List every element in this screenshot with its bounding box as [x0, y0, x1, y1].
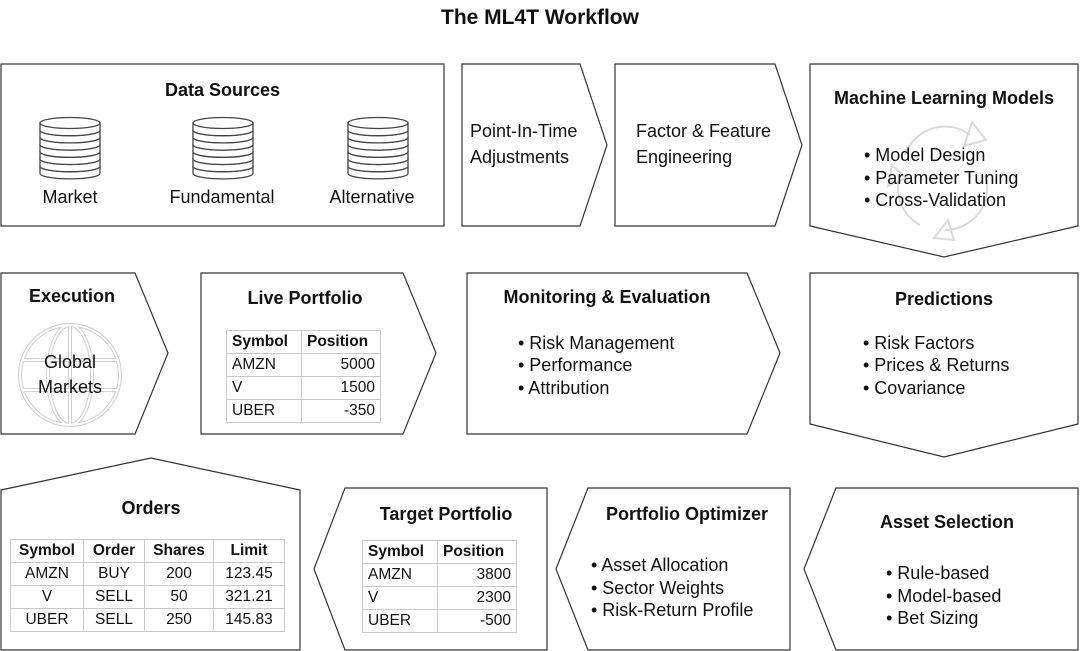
globe-label-line2: Markets — [37, 377, 102, 397]
execution-box — [0, 272, 169, 435]
table-row: AMZN 3800 — [362, 563, 517, 587]
table-cell: 1500 — [301, 376, 381, 400]
table-row: AMZN 5000 — [226, 353, 381, 377]
table-cell: UBER — [362, 609, 438, 633]
table-row: UBER -500 — [362, 609, 517, 633]
target-portfolio-heading: Target Portfolio — [379, 504, 513, 524]
table-header-row: Symbol Order Shares Limit — [10, 539, 285, 563]
database-icon — [192, 116, 254, 180]
pit-line2: Adjustments — [470, 147, 570, 167]
table-cell: 145.83 — [213, 608, 285, 632]
column-header: Order — [83, 539, 145, 563]
table-row: V 2300 — [362, 586, 517, 610]
table-cell: BUY — [83, 562, 145, 586]
predictions-bullet: • Prices & Returns — [863, 355, 1010, 375]
table-cell: -350 — [301, 399, 381, 423]
table-row: AMZN BUY 200 123.45 — [10, 562, 285, 586]
data-source-market: Market — [42, 187, 98, 207]
orders-table: Symbol Order Shares Limit AMZN BUY 200 1… — [10, 539, 285, 632]
table-cell: 123.45 — [213, 562, 285, 586]
table-cell: 3800 — [437, 563, 517, 587]
factor-line2: Engineering — [636, 147, 733, 167]
column-header: Position — [437, 540, 517, 564]
table-cell: SELL — [83, 608, 145, 632]
asset-selection-heading: Asset Selection — [879, 512, 1015, 532]
table-cell: 2300 — [437, 586, 517, 610]
column-header: Symbol — [226, 330, 302, 354]
optimizer-heading: Portfolio Optimizer — [606, 504, 768, 524]
table-cell: V — [362, 586, 438, 610]
table-header-row: Symbol Position — [362, 540, 517, 564]
pit-box — [461, 63, 608, 227]
monitoring-box — [466, 272, 781, 435]
pit-line1: Point-In-Time — [470, 121, 578, 141]
ml-bullet: • Cross-Validation — [864, 190, 1007, 210]
table-cell: 250 — [144, 608, 214, 632]
factor-box — [614, 63, 803, 227]
optimizer-bullet: • Asset Allocation — [591, 555, 729, 575]
orders-heading: Orders — [121, 498, 181, 518]
asset-selection-bullet: • Bet Sizing — [886, 608, 979, 628]
column-header: Symbol — [10, 539, 84, 563]
database-icon — [39, 116, 101, 180]
table-cell: AMZN — [362, 563, 438, 587]
monitoring-bullet: • Performance — [518, 355, 633, 375]
cycle-arrows-icon — [886, 119, 988, 242]
ml-models-heading: Machine Learning Models — [833, 88, 1055, 108]
predictions-bullet: • Risk Factors — [863, 333, 975, 353]
table-cell: AMZN — [10, 562, 84, 586]
table-cell: -500 — [437, 609, 517, 633]
database-icon — [347, 116, 409, 180]
table-cell: AMZN — [226, 353, 302, 377]
execution-heading: Execution — [28, 286, 116, 306]
data-source-alternative: Alternative — [329, 187, 415, 207]
optimizer-bullet: • Sector Weights — [591, 578, 725, 598]
data-source-fundamental: Fundamental — [169, 187, 275, 207]
data-sources-heading: Data Sources — [164, 80, 281, 100]
globe-label-line1: Global — [43, 352, 97, 372]
predictions-heading: Predictions — [894, 289, 994, 309]
table-cell: UBER — [226, 399, 302, 423]
table-cell: V — [226, 376, 302, 400]
ml-models-box — [809, 63, 1079, 258]
optimizer-box — [555, 487, 791, 651]
page-title: The ML4T Workflow — [441, 6, 639, 29]
live-portfolio-heading: Live Portfolio — [247, 288, 363, 308]
table-header-row: Symbol Position — [226, 330, 381, 354]
table-cell: UBER — [10, 608, 84, 632]
live-portfolio-table: Symbol Position AMZN 5000 V 1500 UBER -3… — [226, 330, 381, 423]
monitoring-heading: Monitoring & Evaluation — [503, 287, 711, 307]
table-cell: 50 — [144, 585, 214, 609]
ml-bullet: • Model Design — [864, 145, 986, 165]
table-cell: 5000 — [301, 353, 381, 377]
factor-line1: Factor & Feature — [636, 121, 772, 141]
predictions-box — [809, 272, 1079, 458]
optimizer-bullet: • Risk-Return Profile — [591, 600, 754, 620]
table-row: UBER -350 — [226, 399, 381, 423]
target-portfolio-table: Symbol Position AMZN 3800 V 2300 UBER -5… — [362, 540, 517, 633]
table-cell: 200 — [144, 562, 214, 586]
column-header: Shares — [144, 539, 214, 563]
column-header: Position — [301, 330, 381, 354]
predictions-bullet: • Covariance — [863, 378, 966, 398]
table-row: V 1500 — [226, 376, 381, 400]
table-cell: 321.21 — [213, 585, 285, 609]
table-row: UBER SELL 250 145.83 — [10, 608, 285, 632]
asset-selection-bullet: • Model-based — [886, 586, 1002, 606]
column-header: Limit — [213, 539, 285, 563]
asset-selection-box — [803, 487, 1079, 651]
column-header: Symbol — [362, 540, 438, 564]
table-cell: V — [10, 585, 84, 609]
table-row: V SELL 50 321.21 — [10, 585, 285, 609]
ml-bullet: • Parameter Tuning — [864, 168, 1019, 188]
table-cell: SELL — [83, 585, 145, 609]
monitoring-bullet: • Risk Management — [518, 333, 675, 353]
monitoring-bullet: • Attribution — [518, 378, 610, 398]
asset-selection-bullet: • Rule-based — [886, 563, 990, 583]
